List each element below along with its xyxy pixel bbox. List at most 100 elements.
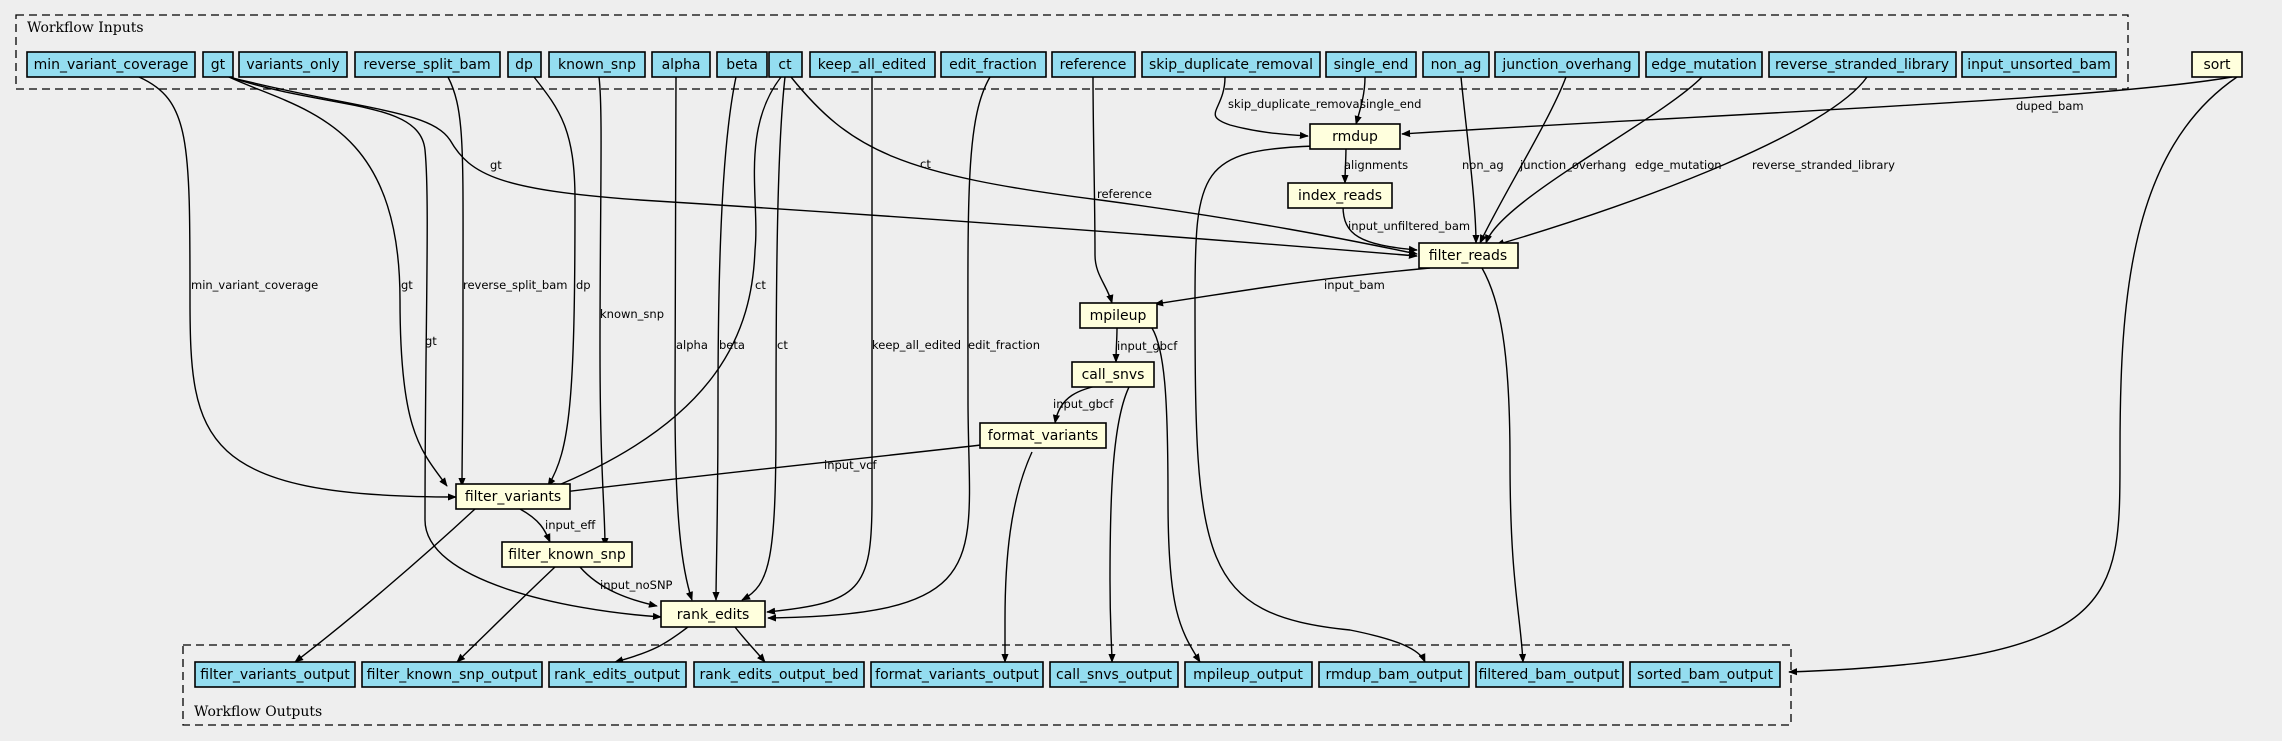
step-filter-reads[interactable]: filter_reads bbox=[1418, 242, 1519, 269]
input-reverse-stranded-library[interactable]: reverse_stranded_library bbox=[1768, 51, 1957, 78]
output-filter-known-snp[interactable]: filter_known_snp_output bbox=[361, 661, 543, 688]
edge-input-nosnp bbox=[579, 566, 658, 608]
edge-rank-edits-output-bed bbox=[734, 626, 766, 663]
edge-label: ct bbox=[920, 157, 931, 171]
edge-mpileup-output bbox=[1151, 327, 1201, 663]
svg-text:filter_variants: filter_variants bbox=[465, 489, 561, 505]
step-format-variants[interactable]: format_variants bbox=[979, 422, 1107, 449]
input-min-variant-coverage[interactable]: min_variant_coverage bbox=[26, 51, 196, 78]
svg-text:alpha: alpha bbox=[662, 57, 701, 73]
input-known-snp[interactable]: known_snp bbox=[548, 51, 646, 78]
edge-gt-rank-edits bbox=[228, 76, 662, 621]
step-mpileup[interactable]: mpileup bbox=[1079, 302, 1158, 329]
svg-text:edit_fraction: edit_fraction bbox=[949, 57, 1037, 73]
output-call-snvs[interactable]: call_snvs_output bbox=[1049, 661, 1179, 688]
workflow-outputs-cluster bbox=[182, 644, 1792, 726]
input-single-end[interactable]: single_end bbox=[1325, 51, 1417, 78]
edge-skip-duplicate-removal bbox=[1214, 76, 1309, 140]
svg-text:rank_edits_output: rank_edits_output bbox=[554, 667, 680, 683]
edge-input-gbcf-call bbox=[1112, 327, 1120, 363]
svg-text:sorted_bam_output: sorted_bam_output bbox=[1637, 667, 1773, 683]
edge-junction-overhang bbox=[1479, 76, 1567, 244]
input-alpha[interactable]: alpha bbox=[651, 51, 711, 78]
step-call-snvs[interactable]: call_snvs bbox=[1071, 361, 1155, 388]
step-filter-variants[interactable]: filter_variants bbox=[455, 483, 571, 510]
edge-dp bbox=[533, 76, 576, 487]
input-ct[interactable]: ct bbox=[768, 51, 803, 78]
edge-non-ag bbox=[1460, 76, 1480, 244]
edge-reverse-split-bam bbox=[447, 76, 466, 487]
svg-text:filter_reads: filter_reads bbox=[1429, 248, 1507, 264]
output-rank-edits[interactable]: rank_edits_output bbox=[548, 661, 687, 688]
svg-text:junction_overhang: junction_overhang bbox=[1501, 57, 1631, 73]
step-rank-edits[interactable]: rank_edits bbox=[660, 600, 766, 628]
input-skip-duplicate-removal[interactable]: skip_duplicate_removal bbox=[1141, 51, 1321, 78]
edge-duped-bam bbox=[1401, 76, 2233, 138]
edge-label: skip_duplicate_removal bbox=[1228, 97, 1363, 111]
edge-edge-mutation bbox=[1485, 76, 1703, 244]
svg-text:mpileup: mpileup bbox=[1090, 308, 1147, 324]
edge-gt-filter-variants bbox=[228, 76, 448, 487]
input-reverse-split-bam[interactable]: reverse_split_bam bbox=[354, 51, 501, 78]
svg-text:known_snp: known_snp bbox=[558, 57, 636, 73]
input-variants-only[interactable]: variants_only bbox=[238, 51, 348, 78]
edge-format-variants-output bbox=[1001, 451, 1033, 663]
edge-labels: min_variant_coverage gt gt gt reverse_sp… bbox=[191, 97, 2084, 592]
svg-text:single_end: single_end bbox=[1334, 57, 1409, 73]
input-reference[interactable]: reference bbox=[1051, 51, 1136, 78]
output-format-variants[interactable]: format_variants_output bbox=[870, 661, 1044, 688]
svg-text:edge_mutation: edge_mutation bbox=[1651, 57, 1756, 73]
input-junction-overhang[interactable]: junction_overhang bbox=[1494, 51, 1640, 78]
svg-text:rank_edits_output_bed: rank_edits_output_bed bbox=[699, 667, 858, 683]
input-non-ag[interactable]: non_ag bbox=[1422, 51, 1490, 78]
svg-text:call_snvs: call_snvs bbox=[1082, 367, 1145, 383]
output-filter-variants[interactable]: filter_variants_output bbox=[194, 661, 356, 688]
edge-single-end bbox=[1354, 76, 1366, 125]
svg-text:dp: dp bbox=[515, 57, 533, 73]
input-beta[interactable]: beta bbox=[716, 51, 768, 78]
output-mpileup[interactable]: mpileup_output bbox=[1184, 661, 1313, 688]
edge-label: input_unfiltered_bam bbox=[1348, 219, 1470, 233]
edge-label: reference bbox=[1097, 187, 1152, 201]
svg-text:reference: reference bbox=[1060, 57, 1127, 73]
svg-text:input_unsorted_bam: input_unsorted_bam bbox=[1967, 57, 2110, 73]
input-unsorted-bam[interactable]: input_unsorted_bam bbox=[1961, 51, 2117, 78]
edge-label: keep_all_edited bbox=[872, 338, 961, 352]
edge-input-bam bbox=[1154, 267, 1431, 307]
output-filtered-bam[interactable]: filtered_bam_output bbox=[1475, 661, 1624, 688]
edge-ct-filter-variants bbox=[548, 76, 782, 490]
workflow-inputs-cluster bbox=[15, 14, 2129, 90]
step-sort[interactable]: sort bbox=[2191, 51, 2243, 78]
input-nodes: min_variant_coverage gt variants_only re… bbox=[26, 51, 2117, 78]
svg-text:mpileup_output: mpileup_output bbox=[1193, 667, 1303, 683]
output-rmdup-bam[interactable]: rmdup_bam_output bbox=[1318, 661, 1470, 688]
edge-edit-fraction bbox=[767, 76, 991, 622]
svg-text:filter_variants_output: filter_variants_output bbox=[200, 667, 350, 683]
input-edit-fraction[interactable]: edit_fraction bbox=[940, 51, 1047, 78]
svg-text:index_reads: index_reads bbox=[1298, 188, 1382, 204]
edge-label: single_end bbox=[1360, 97, 1421, 111]
svg-text:format_variants_output: format_variants_output bbox=[875, 667, 1039, 683]
input-keep-all-edited[interactable]: keep_all_edited bbox=[809, 51, 936, 78]
edge-call-snvs-output bbox=[1108, 384, 1131, 663]
step-rmdup[interactable]: rmdup bbox=[1309, 123, 1401, 150]
svg-text:rmdup: rmdup bbox=[1332, 129, 1378, 145]
step-index-reads[interactable]: index_reads bbox=[1287, 182, 1393, 209]
input-edge-mutation[interactable]: edge_mutation bbox=[1645, 51, 1763, 78]
svg-text:format_variants: format_variants bbox=[988, 428, 1098, 444]
svg-text:call_snvs_output: call_snvs_output bbox=[1056, 667, 1172, 683]
output-rank-edits-bed[interactable]: rank_edits_output_bed bbox=[693, 661, 865, 688]
input-gt[interactable]: gt bbox=[202, 51, 234, 78]
input-dp[interactable]: dp bbox=[507, 51, 542, 78]
edge-label: reverse_stranded_library bbox=[1752, 158, 1895, 172]
output-sorted-bam[interactable]: sorted_bam_output bbox=[1629, 661, 1781, 688]
edge-label: beta bbox=[719, 338, 745, 352]
edge-input-unfiltered-bam bbox=[1342, 205, 1418, 253]
edge-label: non_ag bbox=[1462, 158, 1504, 172]
edge-label: junction_overhang bbox=[1519, 158, 1626, 172]
output-nodes: filter_variants_output filter_known_snp_… bbox=[194, 661, 1781, 688]
edge-label: edit_fraction bbox=[968, 338, 1040, 352]
edge-filter-variants-output bbox=[294, 508, 476, 663]
svg-text:skip_duplicate_removal: skip_duplicate_removal bbox=[1149, 57, 1313, 73]
step-filter-known-snp[interactable]: filter_known_snp bbox=[501, 541, 633, 568]
